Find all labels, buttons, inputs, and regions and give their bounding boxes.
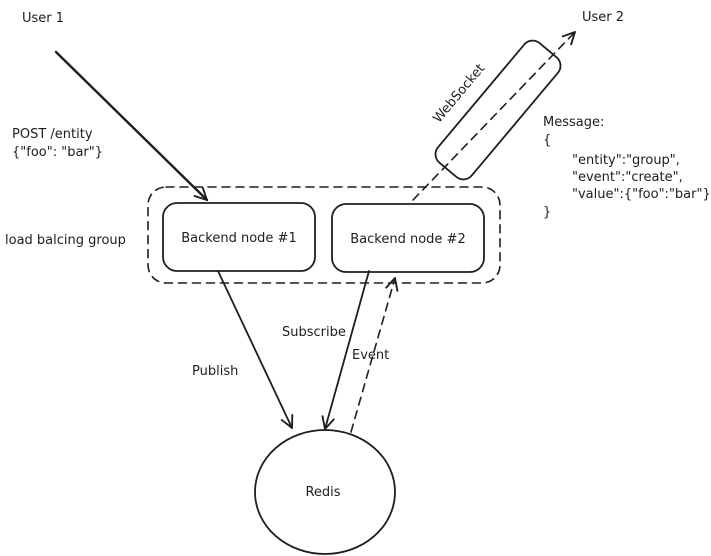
backend-node-1[interactable]: Backend node #1 — [162, 202, 316, 272]
subscribe-label: Subscribe — [282, 325, 346, 340]
load-balancing-group-label: load balcing group — [5, 233, 126, 248]
message-open-brace: { — [543, 133, 551, 148]
request-line-label: POST /entity — [12, 127, 93, 142]
message-close-brace: } — [543, 205, 551, 220]
subscribe-arrow — [321, 270, 370, 430]
redis-circle[interactable] — [254, 429, 396, 555]
message-line: "event":"create", — [572, 170, 683, 185]
redis-label: Redis — [305, 485, 340, 500]
publish-arrow — [217, 270, 294, 429]
user2-label: User 2 — [582, 10, 624, 25]
message-title: Message: — [543, 115, 604, 130]
backend-node-1-label: Backend node #1 — [181, 231, 296, 246]
message-block: Message: { "entity":"group", "event":"cr… — [543, 115, 711, 220]
backend-node-2-label: Backend node #2 — [350, 232, 465, 247]
message-line: "value":{"foo":"bar"} — [572, 187, 711, 202]
event-arrow — [350, 277, 399, 433]
backend-node-2[interactable]: Backend node #2 — [331, 203, 485, 273]
request-arrow — [54, 50, 209, 202]
publish-label: Publish — [192, 364, 238, 379]
event-label: Event — [352, 348, 389, 363]
request-body-label: {"foo": "bar"} — [12, 145, 103, 160]
message-line: "entity":"group", — [572, 153, 680, 168]
backend-node-2-box[interactable] — [331, 203, 485, 273]
backend-node-1-box[interactable] — [162, 202, 316, 272]
load-balancing-group — [147, 186, 501, 284]
redis-node[interactable]: Redis — [254, 429, 396, 555]
websocket-arrow — [412, 31, 576, 201]
user1-label: User 1 — [22, 11, 64, 26]
